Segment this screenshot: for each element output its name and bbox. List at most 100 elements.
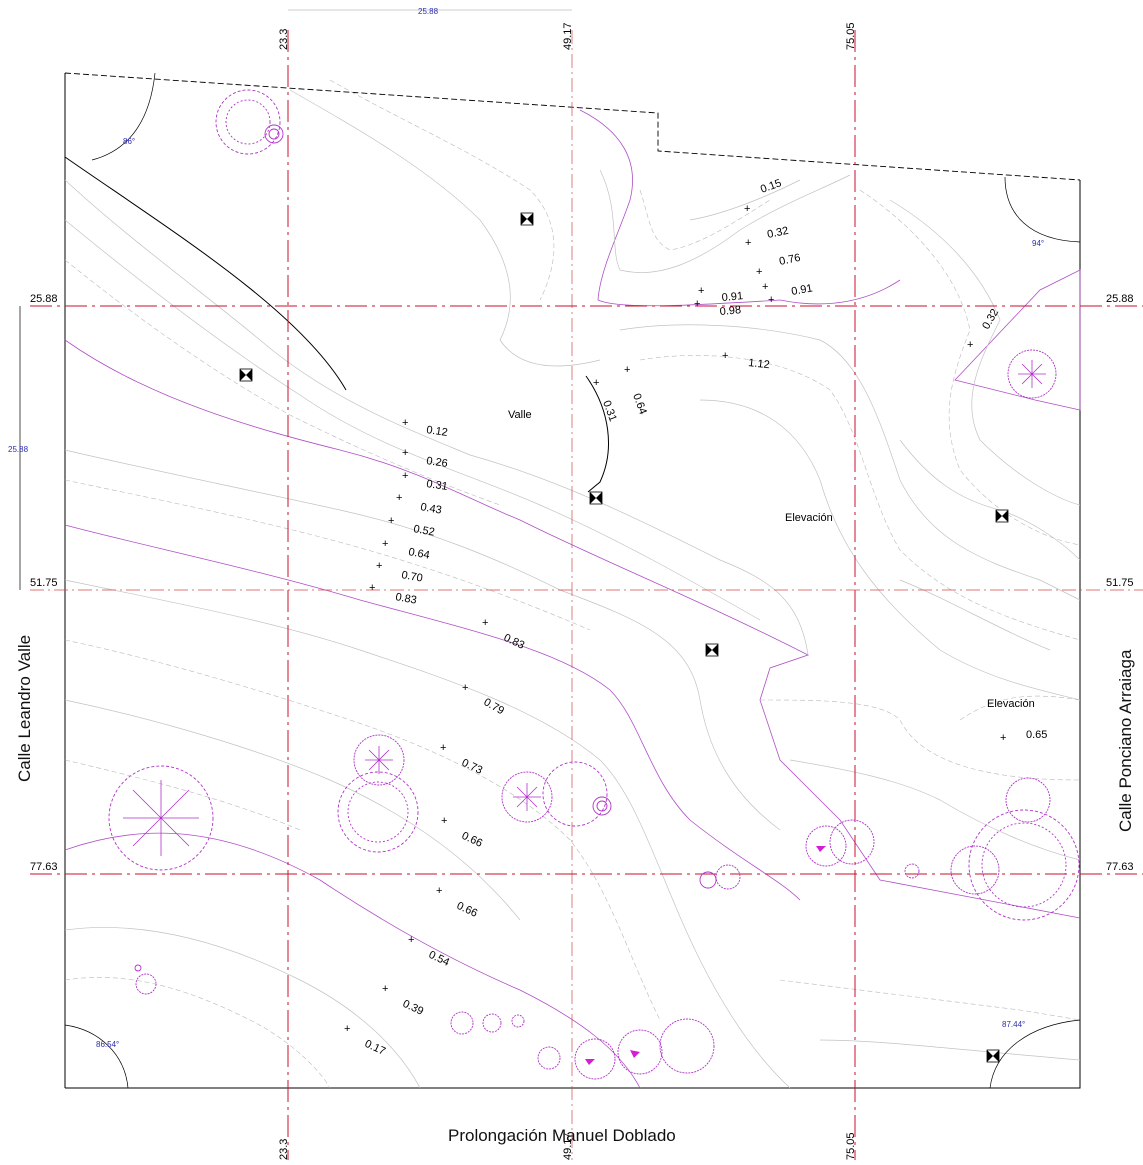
svg-text:+: + [376,560,382,572]
tree-icon [450,1011,474,1035]
svg-text:0.17: 0.17 [363,1038,387,1058]
svg-text:+: + [694,298,700,310]
tree-icon [134,964,142,972]
angle-arcs [64,72,1081,1089]
survey-marker-icon [705,643,719,657]
tree-icon [108,765,214,871]
tree-icon [829,819,875,865]
zone-elevacion-center: Elevación [785,512,833,524]
dimension-lines [19,9,572,590]
survey-marker-icon [589,491,603,505]
svg-text:0.83: 0.83 [502,632,526,652]
svg-text:0.98: 0.98 [719,304,741,318]
axis-label-h1-left: 25.88 [30,293,58,305]
tree-icon [215,89,281,155]
svg-text:+: + [462,682,468,694]
svg-text:+: + [744,203,750,215]
spot-level: +0.64 [382,538,431,562]
spot-level: +0.98 [694,298,742,318]
svg-text:0.39: 0.39 [401,998,425,1018]
contour-lines-minor [64,79,1081,1089]
spot-level: +0.66 [441,815,484,850]
tree-icon [482,1013,502,1033]
street-west: Calle Leandro Valle [15,635,34,782]
survey-marker-icon [239,368,253,382]
svg-text:0.91: 0.91 [790,282,813,298]
street-labels: Calle Leandro Valle Calle Ponciano Arrai… [15,635,1135,1145]
dimension-top: 25.88 [418,7,439,16]
spot-level: +0.66 [436,885,479,920]
zone-valle: Valle [508,409,532,421]
svg-text:0.65: 0.65 [1026,729,1047,741]
spot-level: +0.83 [482,617,526,652]
valley-curve [585,375,609,493]
survey-marker-icon [995,509,1009,523]
svg-text:+: + [967,339,973,351]
spot-level: +0.43 [396,492,443,517]
svg-text:+: + [482,617,488,629]
street-south: Prolongación Manuel Doblado [448,1126,676,1145]
svg-text:+: + [402,447,408,459]
tree-icon [337,771,419,853]
spot-level: +0.73 [440,742,484,777]
svg-text:+: + [768,294,774,306]
svg-text:+: + [756,266,762,278]
spot-level: +0.31 [402,470,448,493]
tree-icon [592,796,612,816]
svg-text:+: + [344,1023,350,1035]
svg-text:0.32: 0.32 [766,225,789,241]
axis-label-h2-left: 51.75 [30,577,58,589]
svg-text:+: + [722,350,728,362]
tree-icon [1005,777,1051,823]
svg-text:+: + [593,377,599,389]
angle-top-right: 94° [1032,239,1044,248]
axis-label-v3-bottom: 75.05 [845,1132,857,1160]
svg-text:0.91: 0.91 [721,290,743,304]
tree-icon [1007,349,1057,399]
spot-levels: +0.15 +0.32 +0.76 +0.91 ++0.91 +0.98 +1.… [344,177,1047,1058]
tree-icon [501,771,553,823]
tree-icon [968,809,1080,921]
zone-elevacion-right: Elevación [987,698,1035,710]
svg-text:0.76: 0.76 [778,252,801,268]
svg-text:+: + [382,983,388,995]
svg-text:0.73: 0.73 [460,757,484,777]
tree-icon [574,1038,616,1080]
survey-marker-icon [986,1049,1000,1063]
tree-icon [805,825,847,867]
tree-icon [135,973,157,995]
spot-level: +0.32 [745,225,790,249]
svg-text:0.32: 0.32 [980,307,1001,332]
svg-text:+: + [624,364,630,376]
svg-text:+: + [698,285,704,297]
tree-icon [659,1018,715,1074]
svg-text:+: + [402,417,408,429]
dimension-left: 25.88 [8,445,29,454]
angle-bottom-right: 87.44° [1002,1020,1025,1029]
spot-level: +0.76 [756,252,802,278]
tree-icon [950,845,1000,895]
svg-text:+: + [382,538,388,550]
svg-text:0.66: 0.66 [460,830,484,850]
grid-labels: 23.3 49.17 75.05 23.3 49.17 75.05 25.88 … [30,22,1134,1160]
angle-bottom-left: 86.54° [96,1040,119,1049]
spot-level: +0.54 [408,934,451,969]
svg-text:0.79: 0.79 [482,696,507,717]
tree-icon [617,1029,663,1075]
site-boundary [64,72,1081,1089]
svg-text:0.66: 0.66 [455,900,479,920]
svg-text:+: + [402,470,408,482]
svg-text:0.70: 0.70 [400,569,423,585]
spot-level: +0.39 [382,983,425,1018]
axis-label-h3-right: 77.63 [1106,861,1134,873]
svg-text:0.15: 0.15 [759,177,783,196]
spot-level: +0.52 [388,515,436,539]
svg-text:+: + [436,885,442,897]
axis-label-v2-top: 49.17 [562,22,574,50]
zone-labels: Valle Elevación Elevación [508,409,1035,710]
trees [108,89,1080,1080]
svg-text:0.31: 0.31 [426,478,449,493]
svg-text:0.64: 0.64 [407,546,430,562]
tree-icon [353,734,405,786]
